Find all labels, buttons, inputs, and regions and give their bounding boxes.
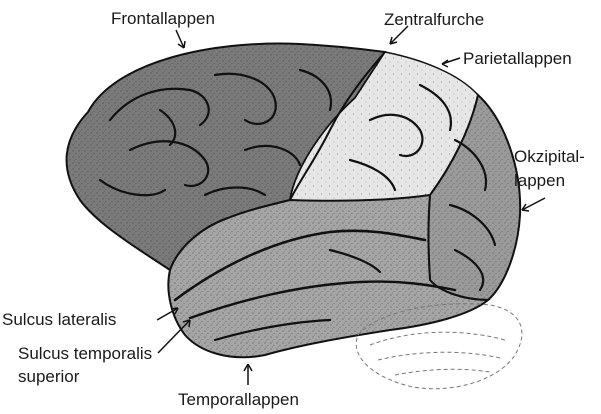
label-lateral: Sulcus lateralis xyxy=(2,310,116,329)
brain-lobes xyxy=(67,44,522,389)
label-temporal-sup-2: superior xyxy=(18,367,80,386)
label-central: Zentralfurche xyxy=(384,10,484,29)
label-occipital-2: lappen xyxy=(514,171,565,190)
label-frontal: Frontallappen xyxy=(111,9,215,28)
label-parietal: Parietallappen xyxy=(463,49,572,68)
label-temporal: Temporallappen xyxy=(178,390,299,409)
label-occipital-1: Okzipital- xyxy=(514,147,585,166)
label-temporal-sup-1: Sulcus temporalis xyxy=(18,344,152,363)
